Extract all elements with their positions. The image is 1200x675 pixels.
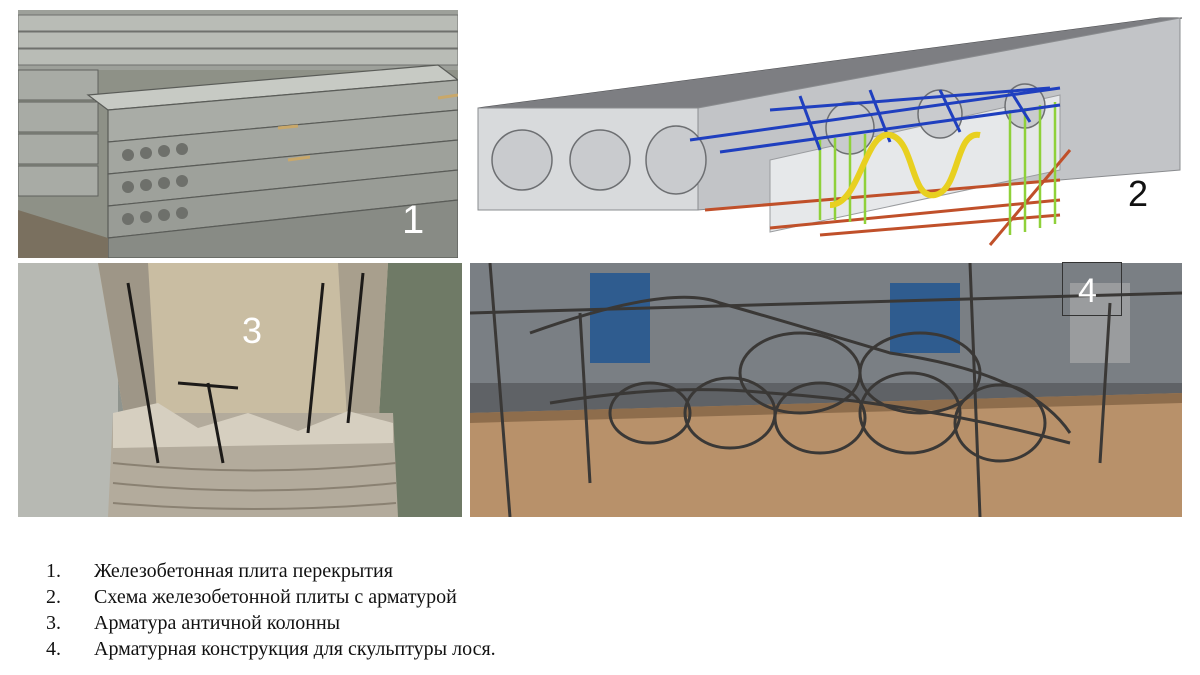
photo-rebar-frame: [470, 263, 1182, 517]
rebar-frame-illustration: [470, 263, 1182, 517]
column-rebar-illustration: [18, 263, 462, 517]
photo-column-rebar: [18, 263, 462, 517]
caption-text: Арматура античной колонны: [94, 611, 341, 634]
caption-item: 4. Арматурная конструкция для скульптуры …: [46, 636, 496, 662]
caption-index: 4.: [46, 637, 61, 660]
caption-index: 2.: [46, 585, 61, 608]
caption-list: 1. Железобетонная плита перекрытия 2. Схем…: [46, 558, 496, 662]
caption-item: 2. Схема железобетонной плиты с арматурой: [46, 584, 496, 610]
photo-concrete-slabs: [18, 10, 458, 258]
panel-number-3: 3: [242, 310, 263, 351]
caption-text: Схема железобетонной плиты с арматурой: [94, 585, 457, 608]
caption-index: 3.: [46, 611, 61, 634]
panel-number-1: 1: [402, 198, 425, 242]
panel-number-4: 4: [1078, 272, 1097, 310]
diagram-slab-reinforcement: [470, 10, 1182, 258]
caption-item: 3. Арматура античной колонны: [46, 610, 496, 636]
concrete-slabs-illustration: [18, 10, 458, 258]
caption-text: Арматурная конструкция для скульптуры ло…: [94, 637, 496, 660]
caption-text: Железобетонная плита перекрытия: [94, 559, 393, 582]
caption-index: 1.: [46, 559, 61, 582]
panel-number-4-frame: [1062, 262, 1122, 316]
caption-item: 1. Железобетонная плита перекрытия: [46, 558, 496, 584]
panel-number-2: 2: [1128, 173, 1149, 214]
slab-reinforcement-illustration: [470, 10, 1182, 258]
